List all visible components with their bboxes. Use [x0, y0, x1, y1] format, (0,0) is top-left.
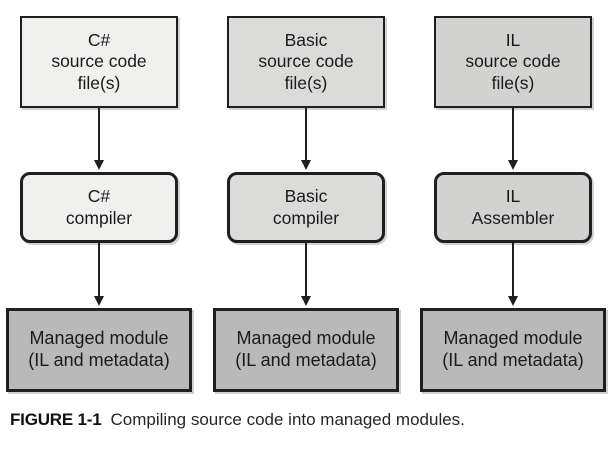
arrow-line — [511, 243, 515, 296]
csharp-managed-module-box: Managed module (IL and metadata) — [6, 308, 192, 392]
arrow-down-head-icon — [301, 160, 311, 170]
arrow-line — [304, 243, 308, 296]
basic-compiler-box: Basic compiler — [227, 172, 385, 243]
arrow-line — [511, 108, 515, 160]
figure-caption-text: Compiling source code into managed modul… — [110, 410, 465, 429]
basic-source-to-compiler-arrow — [301, 108, 312, 170]
arrow-down-head-icon — [301, 296, 311, 306]
il-managed-module-box: Managed module (IL and metadata) — [420, 308, 606, 392]
arrow-line — [97, 108, 101, 160]
basic-compiler-to-module-arrow — [301, 243, 312, 306]
il-source-files-box: IL source code file(s) — [434, 16, 592, 108]
csharp-source-files-box: C# source code file(s) — [20, 16, 178, 108]
basic-source-files-box: Basic source code file(s) — [227, 16, 385, 108]
csharp-source-to-compiler-arrow — [94, 108, 105, 170]
arrow-down-head-icon — [508, 160, 518, 170]
figure-caption: FIGURE 1-1 Compiling source code into man… — [10, 410, 465, 430]
figure-caption-label: FIGURE 1-1 — [10, 410, 102, 429]
arrow-down-head-icon — [508, 296, 518, 306]
csharp-compiler-box: C# compiler — [20, 172, 178, 243]
arrow-down-head-icon — [94, 296, 104, 306]
csharp-compiler-to-module-arrow — [94, 243, 105, 306]
basic-managed-module-box: Managed module (IL and metadata) — [213, 308, 399, 392]
arrow-down-head-icon — [94, 160, 104, 170]
il-assembler-box: IL Assembler — [434, 172, 592, 243]
il-assembler-to-module-arrow — [508, 243, 519, 306]
arrow-line — [97, 243, 101, 296]
il-source-to-assembler-arrow — [508, 108, 519, 170]
arrow-line — [304, 108, 308, 160]
